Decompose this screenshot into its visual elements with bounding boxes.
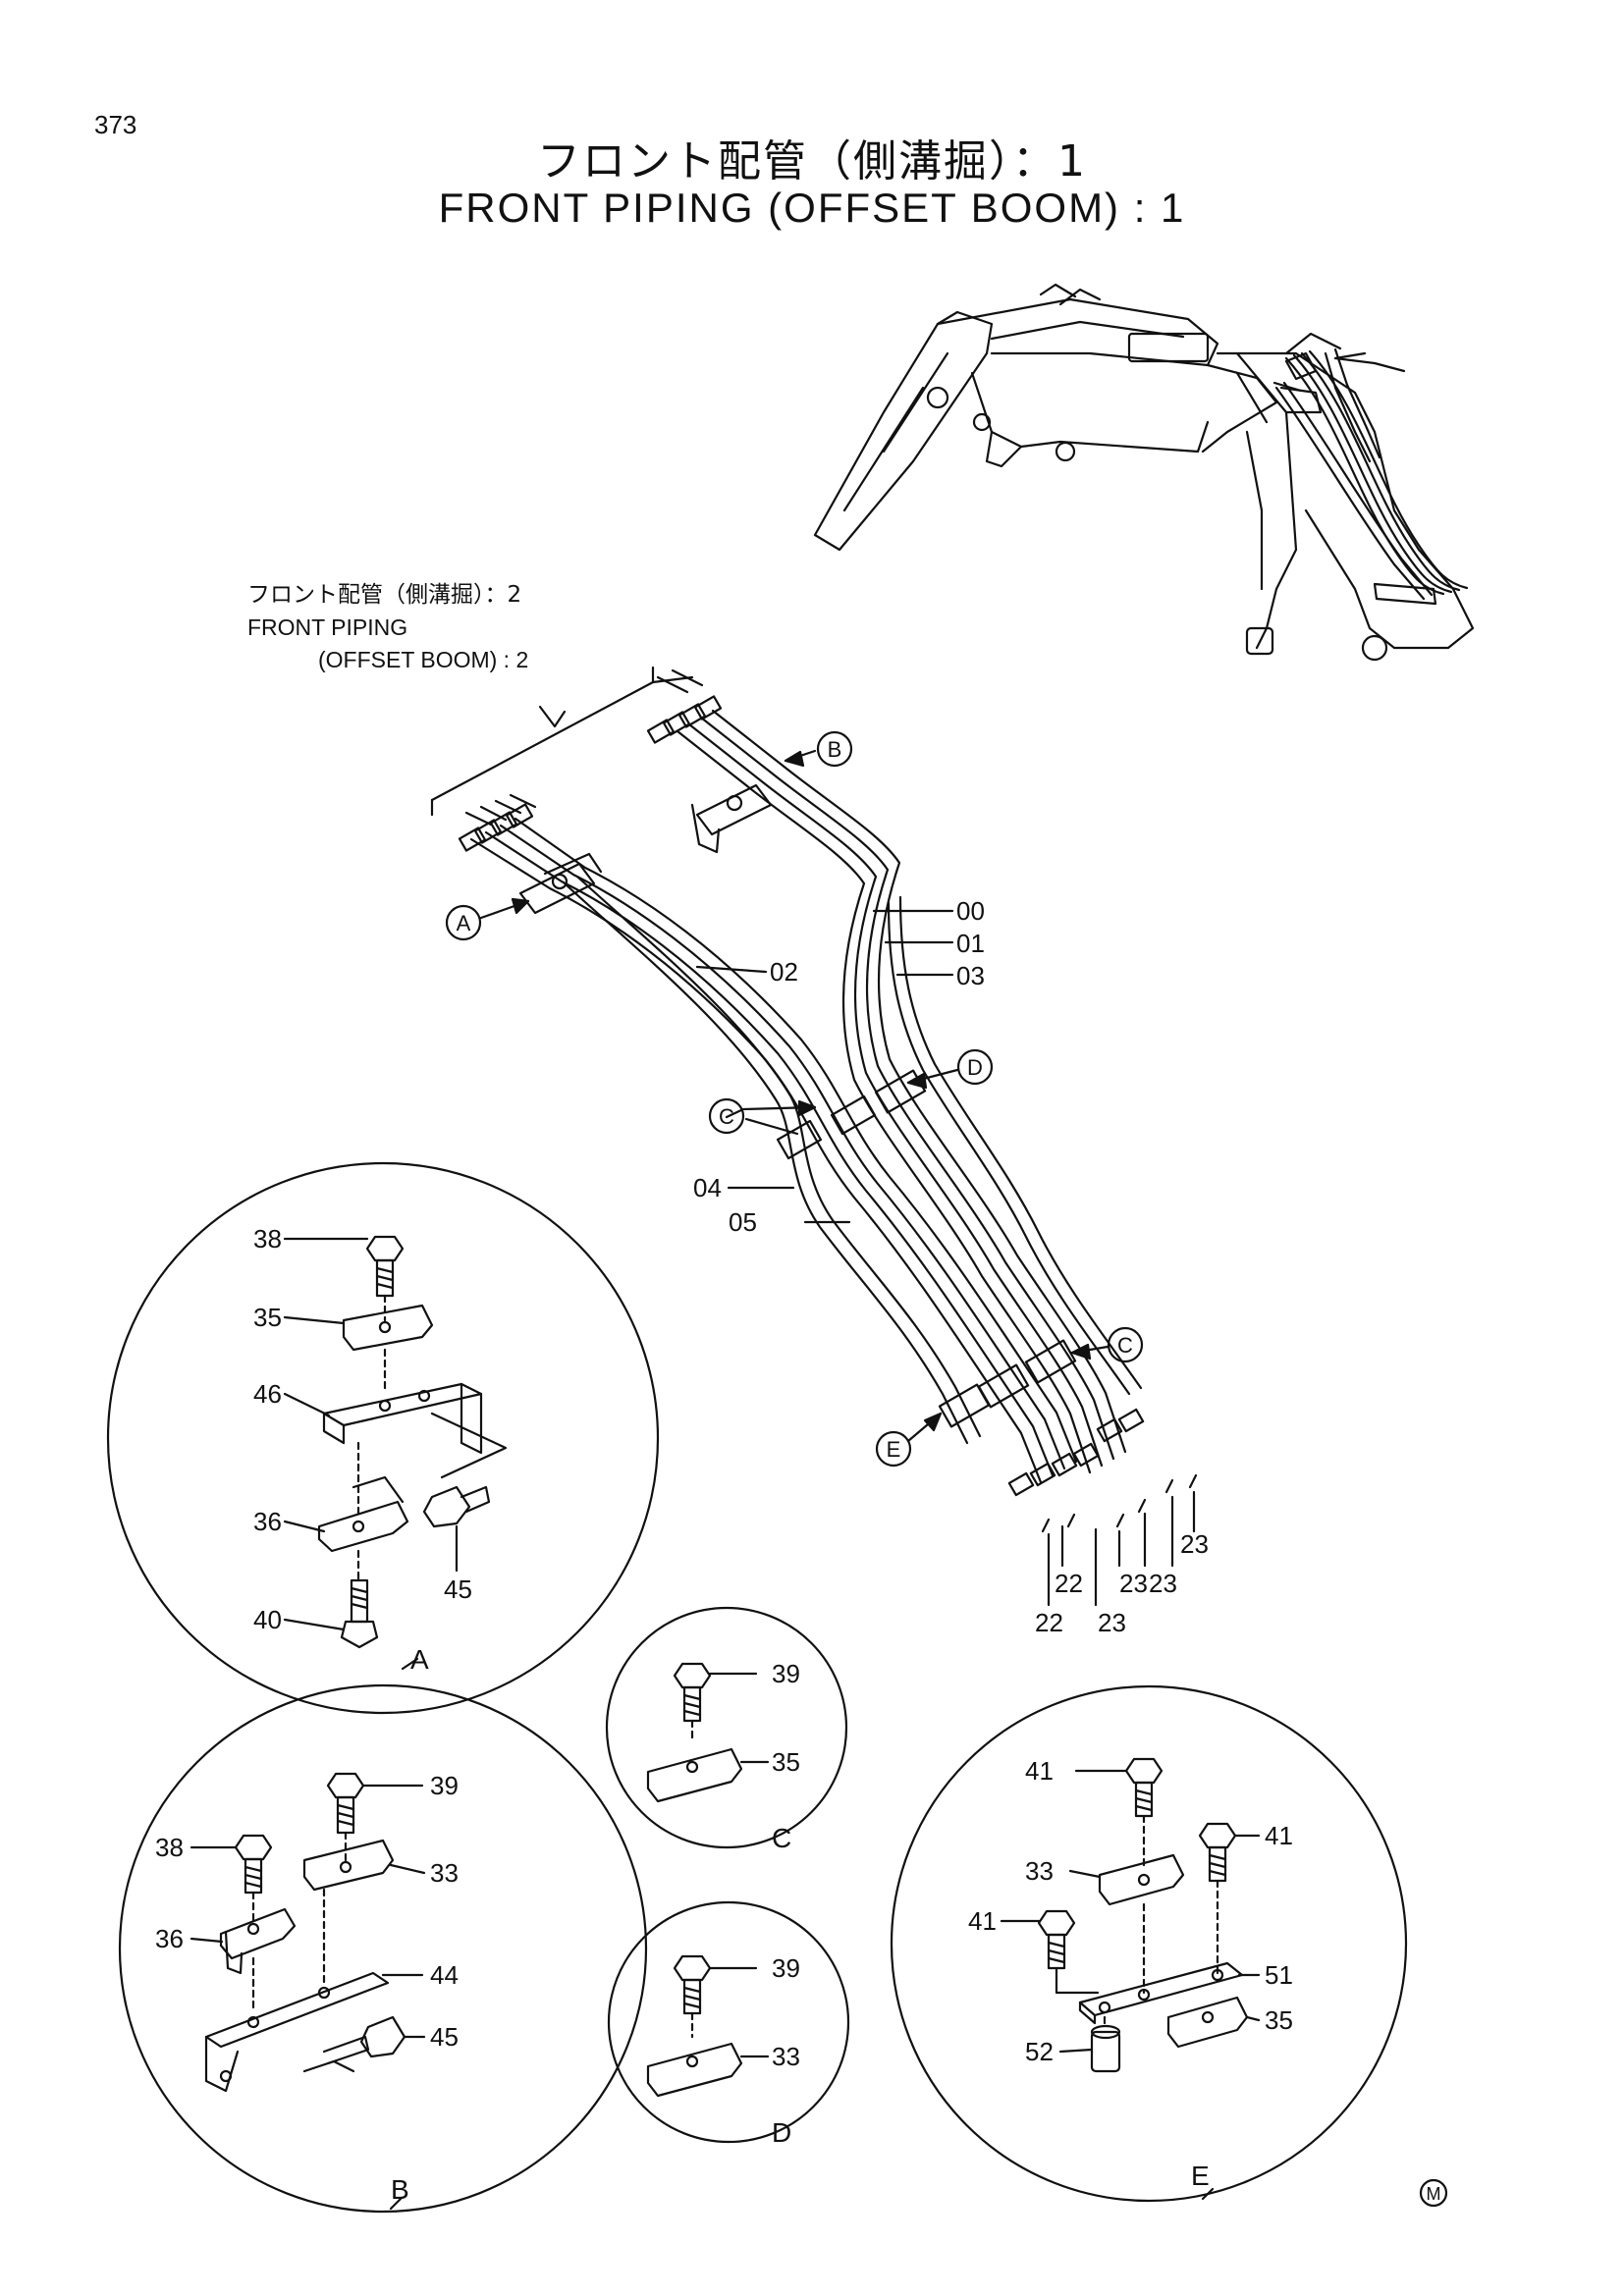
callout-d-letter: D	[967, 1055, 983, 1080]
detail-c-part-35: 35	[772, 1747, 800, 1777]
detail-a-part-40: 40	[253, 1605, 282, 1634]
detail-b-part-38: 38	[155, 1833, 184, 1862]
callout-b-main: B	[784, 730, 853, 768]
detail-e-part-52: 52	[1025, 2037, 1054, 2066]
upper-left-fittings	[458, 803, 534, 852]
detail-d-part-33: 33	[772, 2042, 800, 2071]
detail-d-circle	[607, 1900, 850, 2144]
fitting-label-22b: 22	[1035, 1608, 1063, 1637]
pipe-leaders	[695, 909, 1196, 1607]
callout-a-letter: A	[457, 911, 471, 935]
reference-label-front-piping-2: フロント配管（側溝掘）：2 FRONT PIPING (OFFSET BOOM)…	[247, 579, 528, 676]
detail-b-part-44: 44	[430, 1960, 459, 1990]
clamp-c-lower	[1024, 1339, 1077, 1384]
pipe-bundle-left	[469, 817, 1078, 1484]
m-mark-letter: M	[1427, 2184, 1441, 2204]
callout-e-letter: E	[887, 1437, 901, 1462]
fitting-label-22a: 22	[1055, 1569, 1083, 1598]
detail-a-part-46: 46	[253, 1379, 282, 1409]
detail-d-part-39: 39	[772, 1953, 800, 1983]
detail-e-part-41-top: 41	[1025, 1756, 1054, 1786]
callout-d-main: D	[906, 1048, 994, 1090]
detail-b-part-45: 45	[430, 2022, 459, 2052]
callout-b-letter: B	[828, 737, 842, 762]
detail-a-part-35: 35	[253, 1303, 282, 1332]
clamp-b	[690, 783, 773, 854]
clamp-a	[518, 852, 603, 915]
detail-b: 39 38 33 36 44 45 B	[118, 1683, 648, 2214]
detail-a-label: A	[410, 1644, 429, 1675]
detail-c-part-39: 39	[772, 1659, 800, 1688]
reference-label-english-line1: FRONT PIPING	[247, 614, 408, 640]
upper-right-fittings	[646, 695, 723, 744]
fitting-label-23a: 23	[1098, 1608, 1126, 1637]
detail-c-label: C	[772, 1823, 791, 1853]
detail-a: 38 35 46 36 40 45 A	[106, 1161, 660, 1715]
callout-c-letter-lower: C	[1117, 1333, 1133, 1358]
lower-fittings	[1007, 1408, 1145, 1497]
detail-e-circle	[890, 1684, 1408, 2203]
detail-e: 41 41 33 41 51 35 52 E	[890, 1684, 1408, 2203]
overview-hose-bundle	[1274, 347, 1469, 606]
page-number: 373	[94, 110, 137, 139]
detail-e-part-41-left: 41	[968, 1906, 997, 1936]
detail-e-part-51: 51	[1265, 1960, 1293, 1990]
detail-b-part-33: 33	[430, 1858, 459, 1888]
pipe-label-04: 04	[693, 1173, 722, 1202]
callout-c-main-upper: C	[708, 1097, 817, 1136]
reference-leader-lines	[430, 666, 704, 827]
pipe-label-00: 00	[956, 896, 985, 926]
detail-d: 39 33 D	[607, 1900, 850, 2148]
fitting-label-23b: 23	[1119, 1569, 1148, 1598]
callout-e-main: E	[875, 1412, 943, 1468]
pipe-labels: 00 01 03 02 04 05 22 22 23 23 23 23	[693, 896, 1209, 1637]
detail-b-label: B	[391, 2174, 409, 2205]
detail-a-circle	[106, 1161, 660, 1715]
detail-e-part-35: 35	[1265, 2005, 1293, 2035]
detail-e-part-41-right: 41	[1265, 1821, 1293, 1850]
page-title-japanese: フロント配管（側溝掘）：1	[537, 136, 1087, 187]
callout-c-main-lower: C	[1070, 1326, 1144, 1363]
detail-a-part-36: 36	[253, 1507, 282, 1536]
reference-label-english-line2: (OFFSET BOOM) : 2	[318, 647, 529, 672]
page-title-english: FRONT PIPING (OFFSET BOOM) : 1	[438, 185, 1186, 231]
detail-a-part-38: 38	[253, 1224, 282, 1254]
detail-c-circle	[605, 1606, 848, 1849]
detail-b-circle	[118, 1683, 648, 2214]
fitting-label-23d: 23	[1180, 1529, 1209, 1559]
detail-a-part-45: 45	[444, 1575, 472, 1604]
detail-e-label: E	[1191, 2161, 1210, 2191]
detail-e-part-33: 33	[1025, 1856, 1054, 1886]
detail-c: 39 35 C	[605, 1606, 848, 1853]
callout-c-letter-upper: C	[719, 1104, 734, 1129]
clamp-e	[938, 1363, 1030, 1428]
m-mark: M	[1419, 2178, 1448, 2208]
pipe-label-01: 01	[956, 929, 985, 958]
callout-a-main: A	[445, 897, 530, 941]
detail-b-part-39: 39	[430, 1771, 459, 1800]
clamp-c-upper	[776, 1095, 877, 1160]
fitting-label-23c: 23	[1149, 1569, 1177, 1598]
detail-b-part-36: 36	[155, 1924, 184, 1953]
pipe-label-03: 03	[956, 961, 985, 990]
machine-overview-drawing	[813, 283, 1475, 662]
o-rings	[1041, 1473, 1198, 1533]
pipe-label-02: 02	[770, 957, 798, 987]
reference-label-japanese: フロント配管（側溝掘）：2	[247, 582, 522, 608]
detail-d-label: D	[772, 2117, 791, 2148]
pipe-label-05: 05	[729, 1207, 757, 1237]
pipe-bundle-right	[676, 709, 1143, 1474]
